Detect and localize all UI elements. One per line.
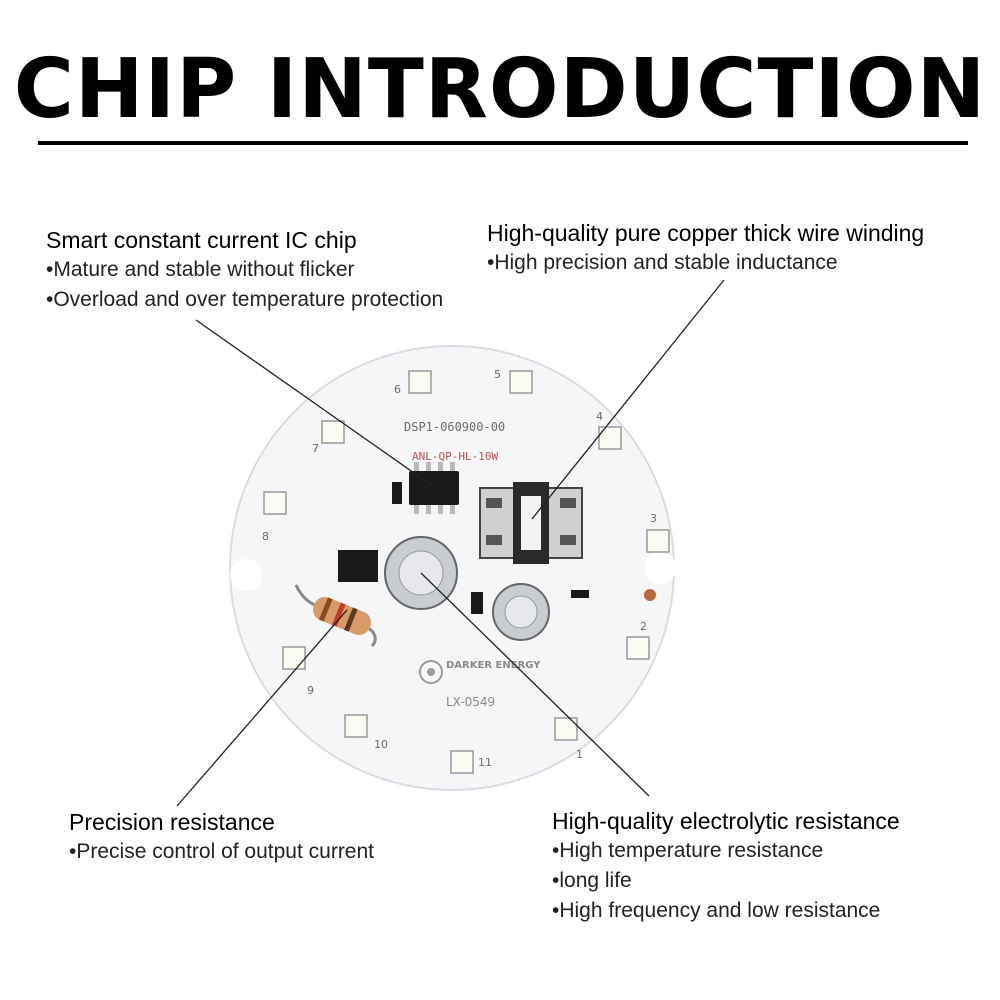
led-1: [554, 717, 578, 741]
brand-logo: [419, 660, 443, 684]
board-model: LX-0549: [446, 695, 495, 709]
led-ring: [263, 370, 670, 774]
led-11: [450, 750, 474, 774]
led-2: [626, 636, 650, 660]
callout-bullet: •long life: [552, 869, 632, 892]
led-label-4: 4: [596, 410, 603, 423]
copper-winding-inductor: [479, 482, 583, 564]
diode: [471, 592, 483, 614]
callout-bullet: •Precise control of output current: [69, 840, 375, 863]
led-label-3: 3: [650, 512, 657, 525]
callout-bullet: •High precision and stable inductance: [487, 251, 838, 274]
callout-bullet: •Overload and over temperature protectio…: [46, 288, 444, 311]
callout-electrolytic: High-quality electrolytic resistance •Hi…: [552, 806, 900, 926]
callout-resistor: Precision resistance •Precise control of…: [69, 807, 374, 867]
smd-resistor-1: [392, 482, 402, 504]
callout-heading: Precision resistance: [69, 809, 275, 835]
callout-bullet: •Mature and stable without flicker: [46, 258, 355, 281]
leader-line-resistor: [176, 609, 348, 807]
led-6: [408, 370, 432, 394]
led-3: [646, 529, 670, 553]
callout-heading: Smart constant current IC chip: [46, 227, 357, 253]
copper-test-pad: [644, 589, 656, 601]
led-8: [263, 491, 287, 515]
leader-line-electrolytic: [420, 572, 650, 797]
led-label-8: 8: [262, 530, 269, 543]
callout-heading: High-quality pure copper thick wire wind…: [487, 220, 925, 246]
callout-winding: High-quality pure copper thick wire wind…: [487, 218, 924, 278]
pcb-notch-left: [230, 559, 262, 591]
led-label-6: 6: [394, 383, 401, 396]
electrolytic-capacitor-2: [492, 583, 550, 641]
led-5: [509, 370, 533, 394]
led-10: [344, 714, 368, 738]
callout-bullet: •High frequency and low resistance: [552, 899, 881, 922]
ic-chip: [409, 462, 459, 514]
led-9: [282, 646, 306, 670]
callout-bullet: •High temperature resistance: [552, 839, 824, 862]
bridge-rectifier: [338, 550, 378, 582]
led-label-1: 1: [576, 748, 583, 761]
led-label-9: 9: [307, 684, 314, 697]
smd-resistor-2: [571, 590, 589, 598]
led-4: [598, 426, 622, 450]
led-label-10: 10: [374, 738, 388, 751]
silkscreen-part-number: DSP1-060900-00: [404, 420, 505, 434]
leader-line-winding: [531, 279, 725, 520]
led-label-7: 7: [312, 442, 319, 455]
pcb-notch-right: [644, 552, 676, 584]
led-label-11: 11: [478, 756, 492, 769]
leader-line-ic-chip: [195, 319, 435, 488]
callout-heading: High-quality electrolytic resistance: [552, 808, 900, 834]
led-label-5: 5: [494, 368, 501, 381]
page-title: CHIP INTRODUCTION: [13, 42, 987, 137]
silkscreen-model-code: ANL-QP-HL-10W: [412, 450, 498, 463]
title-divider: [38, 141, 968, 145]
brand-name: DARKER ENERGY: [446, 660, 541, 671]
led-label-2: 2: [640, 620, 647, 633]
led-7: [321, 420, 345, 444]
callout-ic-chip: Smart constant current IC chip •Mature a…: [46, 225, 443, 315]
